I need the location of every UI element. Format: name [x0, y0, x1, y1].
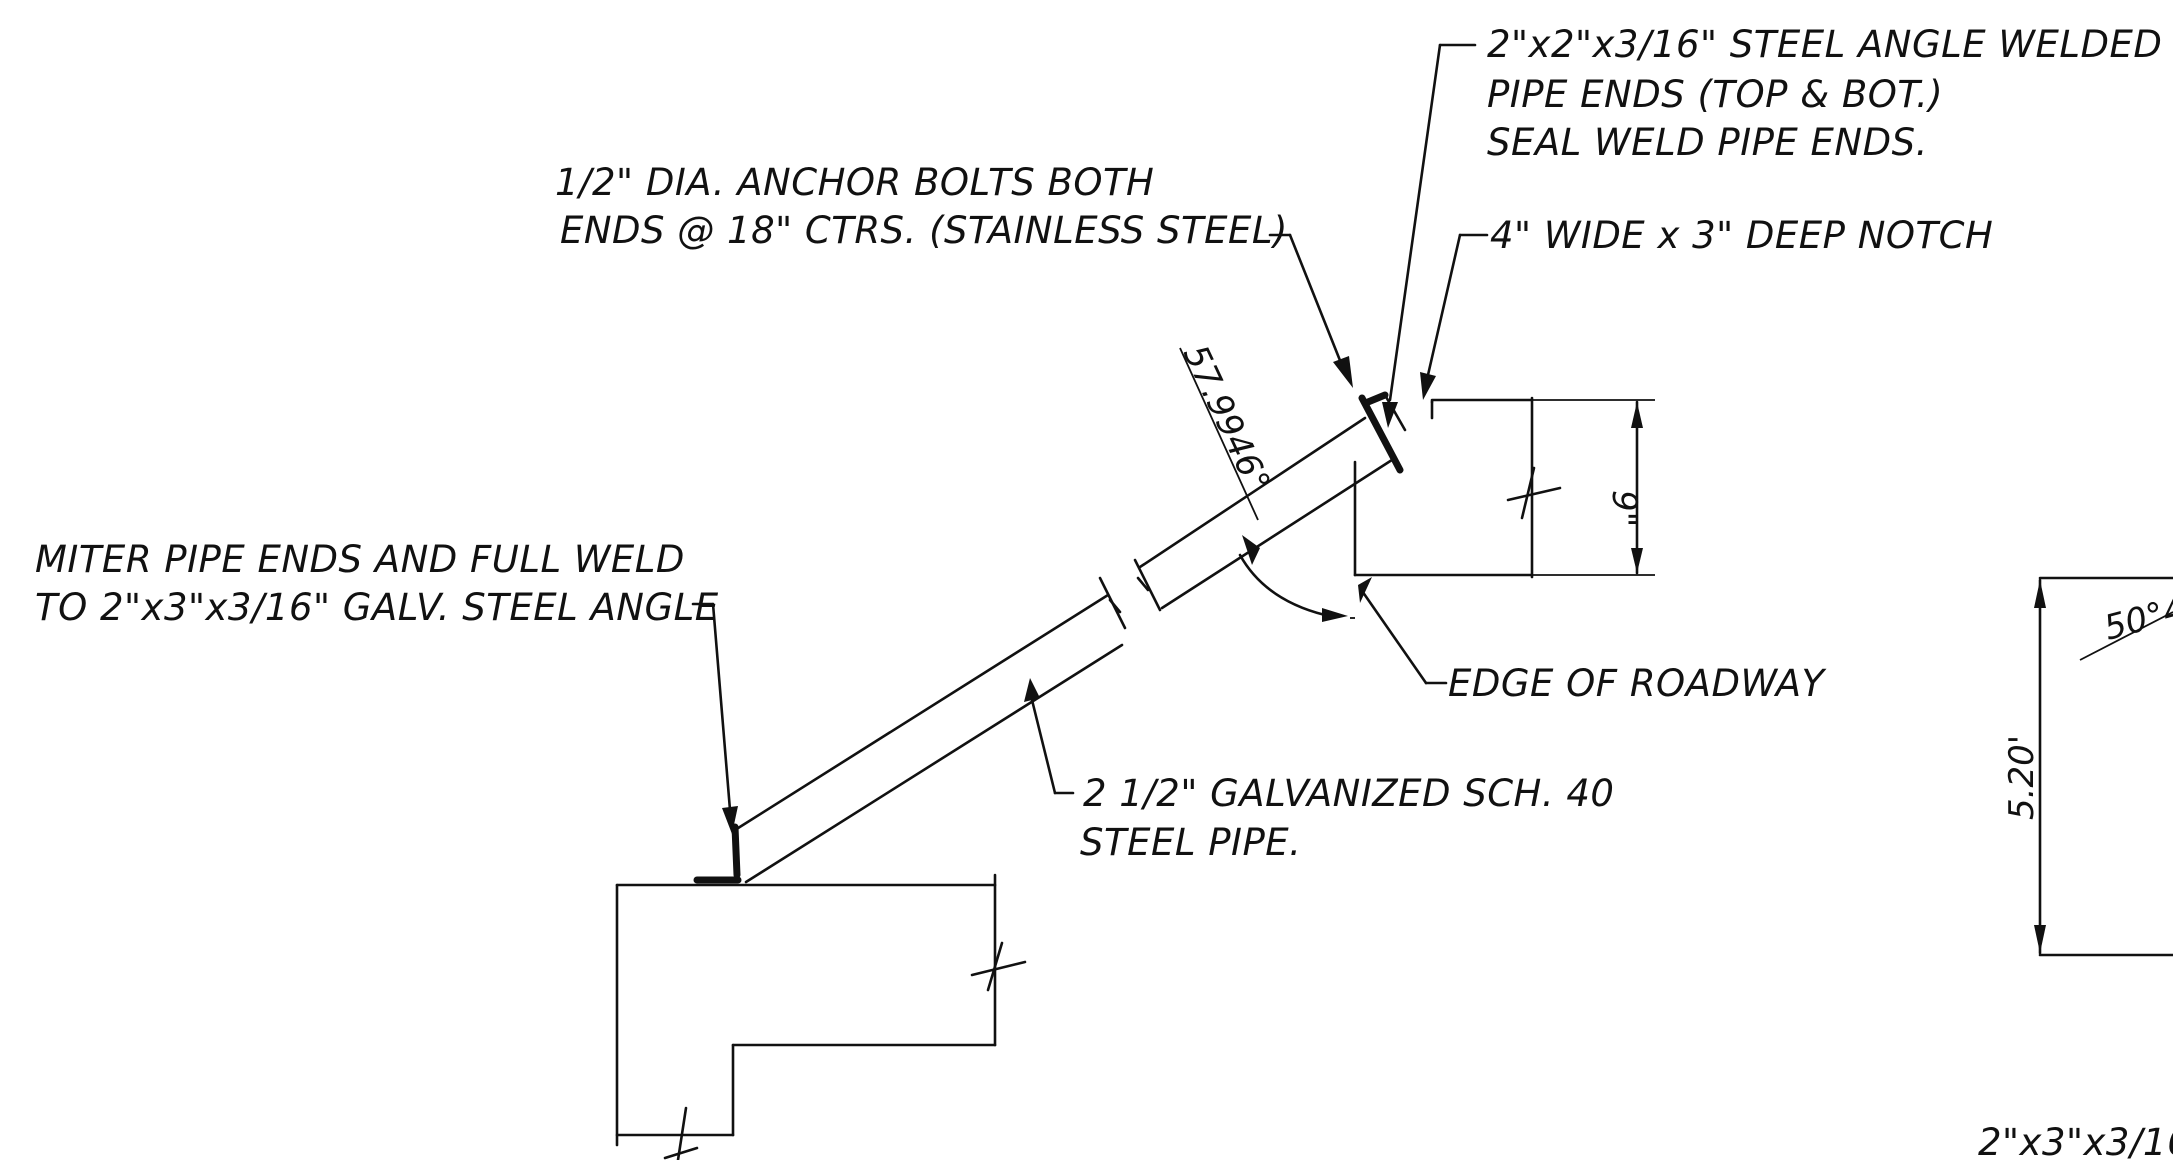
angle-dimension: 57.9946° [1175, 339, 1355, 622]
note-notch: 4" WIDE x 3" DEEP NOTCH [1420, 214, 1993, 400]
note-steel-angle-line-2: PIPE ENDS (TOP & BOT.) [1487, 73, 1943, 116]
partial-angle-text: 50°4 [2100, 589, 2173, 649]
note-steel-angle-line-1: 2"x2"x3/16" STEEL ANGLE WELDED TO [1487, 23, 2173, 66]
note-miter-line-1: MITER PIPE ENDS AND FULL WELD [35, 538, 685, 581]
note-anchor-bolts-line-1: 1/2" DIA. ANCHOR BOLTS BOTH [555, 161, 1154, 204]
note-miter: MITER PIPE ENDS AND FULL WELD TO 2"x3"x3… [35, 538, 738, 834]
note-miter-line-2: TO 2"x3"x3/16" GALV. STEEL ANGLE [35, 586, 719, 629]
note-roadway: EDGE OF ROADWAY [1358, 577, 1827, 705]
note-steel-angle-line-3: SEAL WELD PIPE ENDS. [1487, 121, 1928, 164]
note-notch-text: 4" WIDE x 3" DEEP NOTCH [1490, 214, 1993, 257]
note-pipe-line-1: 2 1/2" GALVANIZED SCH. 40 [1083, 772, 1614, 815]
lower-concrete-block [615, 873, 1027, 1160]
note-roadway-text: EDGE OF ROADWAY [1448, 662, 1827, 705]
bottom-right-partial-note: 2"x3"x3/16 [1978, 1121, 2173, 1160]
note-pipe-line-2: STEEL PIPE. [1080, 821, 1301, 864]
note-anchor-bolts-line-2: ENDS @ 18" CTRS. (STAINLESS STEEL) [560, 209, 1288, 252]
note-anchor-bolts: 1/2" DIA. ANCHOR BOLTS BOTH ENDS @ 18" C… [555, 161, 1353, 388]
angle-dimension-text: 57.9946° [1175, 339, 1278, 499]
note-steel-angle: 2"x2"x3/16" STEEL ANGLE WELDED TO PIPE E… [1382, 23, 2173, 428]
partial-detail: 5.20' 50°4 2"x3"x3/16 [1978, 576, 2173, 1160]
depth-dimension: 9" [1604, 490, 1644, 527]
upper-concrete-block: 9" [1353, 396, 1655, 579]
note-pipe: 2 1/2" GALVANIZED SCH. 40 STEEL PIPE. [1024, 678, 1614, 864]
height-dimension: 5.20' [2002, 735, 2042, 820]
